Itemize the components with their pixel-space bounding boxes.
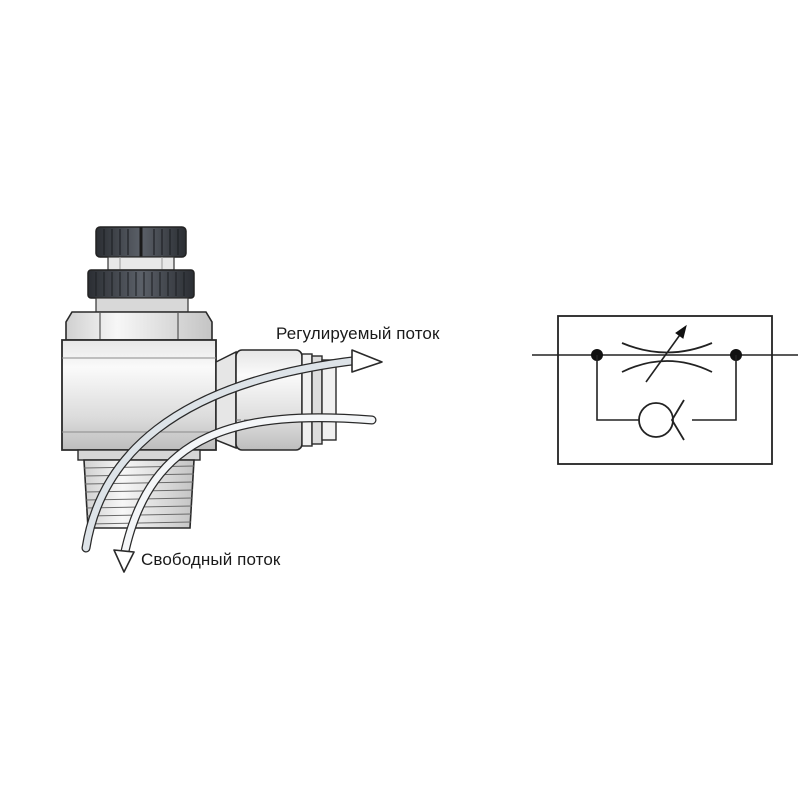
free-flow-arrow (113, 413, 377, 573)
free-flow-label: Свободный поток (141, 550, 281, 569)
check-valve-seat (670, 399, 685, 441)
lock-nut (87, 269, 195, 313)
symbol-frame (557, 315, 773, 465)
throttle-check-valve-symbol (532, 315, 798, 465)
flow-control-fitting (61, 226, 383, 573)
bypass-line (596, 355, 640, 421)
throttle-lower-arc (621, 360, 713, 373)
valve-body (61, 339, 217, 451)
adjustment-knob (95, 226, 187, 271)
hex-nut (65, 311, 213, 341)
regulated-flow-label: Регулируемый поток (276, 324, 440, 343)
bypass-line-right (692, 355, 737, 421)
throttle-upper-arc (621, 342, 713, 354)
adjust-arrow-line (645, 331, 683, 383)
check-valve-ball (638, 402, 674, 438)
adjust-arrow-head (675, 324, 687, 339)
regulated-flow-arrow (81, 349, 383, 553)
